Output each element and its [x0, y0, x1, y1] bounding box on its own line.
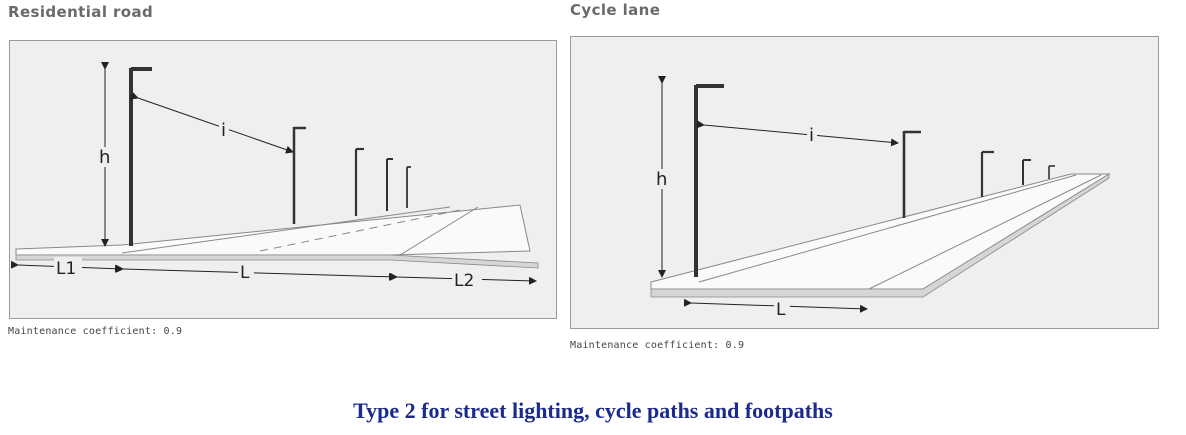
cycle-maintenance-note: Maintenance coefficient: 0.9 [570, 340, 745, 351]
l-dimension-line [115, 264, 397, 281]
residential-road-diagram: h i L1 L L2 [9, 40, 557, 319]
spacing-label: i [221, 120, 226, 141]
l-label: L [240, 263, 250, 283]
lane-edge [650, 173, 1110, 298]
residential-maintenance-note: Maintenance coefficient: 0.9 [8, 326, 183, 337]
lane-right-line [868, 174, 1102, 290]
lane-poles [694, 84, 1055, 277]
residential-road-illustration: h i L1 L L2 [10, 62, 539, 291]
road-surface [15, 204, 531, 256]
l1-label: L1 [56, 259, 76, 279]
figure-caption: Type 2 for street lighting, cycle paths … [353, 398, 833, 423]
lane-spacing-dimension-line [696, 120, 899, 147]
street-poles [129, 67, 411, 246]
cycle-lane-illustration: h i L [650, 76, 1111, 320]
sidewalk-left-line [121, 206, 451, 254]
lane-spacing-label: i [809, 125, 814, 146]
lane-left-line [698, 174, 1077, 283]
cycle-lane-title: Cycle lane [570, 1, 661, 19]
l2-label: L2 [454, 271, 474, 291]
road-edge [15, 254, 539, 269]
residential-road-title: Residential road [8, 3, 154, 21]
cycle-lane-diagram: h i L [570, 36, 1159, 329]
height-label: h [99, 147, 110, 168]
lane-surface [650, 173, 1111, 290]
spacing-dimension-line [130, 91, 294, 154]
road-centre-dashes [259, 208, 466, 252]
lane-l-label: L [776, 300, 786, 320]
lane-height-label: h [656, 169, 667, 190]
sidewalk-right-line [399, 206, 479, 256]
